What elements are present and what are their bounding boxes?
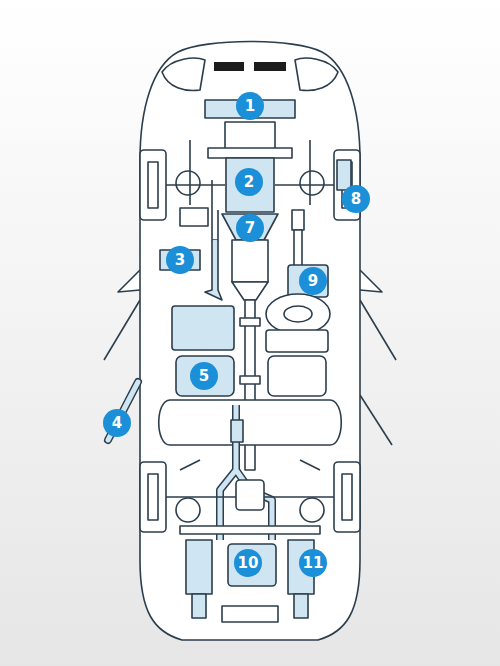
transmission: [232, 240, 268, 282]
callout-number: 3: [166, 246, 194, 274]
callout-number: 4: [103, 409, 131, 437]
intake-pipe: [212, 180, 218, 240]
callout-number: 8: [342, 185, 370, 213]
left-door-line: [104, 300, 140, 360]
wheel: [140, 150, 166, 220]
callout-number: 1: [236, 92, 264, 120]
front-arms: [166, 140, 334, 205]
steering-box: [288, 265, 328, 297]
callout-number: 10: [234, 549, 262, 577]
fuse-block: [180, 208, 208, 226]
engine: [226, 158, 274, 212]
headlight: [295, 58, 338, 90]
right-mirror: [360, 270, 382, 292]
right-rear-door-line: [360, 395, 392, 445]
wheel-hub: [148, 474, 158, 520]
left-muffler: [186, 540, 212, 594]
rear-crossmember: [180, 526, 320, 534]
left-seat: [172, 306, 234, 350]
steering-joint: [292, 210, 304, 230]
headlight: [162, 58, 205, 90]
rear-suspension: [300, 498, 324, 522]
callout-number: 7: [236, 214, 264, 242]
callout-number: 11: [299, 549, 327, 577]
wheel-hub: [148, 162, 158, 208]
engine-mount: [208, 148, 292, 158]
callout-number: 2: [235, 168, 263, 196]
rear-seat: [159, 400, 342, 445]
differential: [236, 480, 264, 510]
steering-column: [294, 230, 302, 270]
rear-links: [180, 460, 320, 470]
left-seat-back: [176, 356, 234, 396]
wheel: [334, 462, 360, 532]
steering-wheel: [266, 294, 330, 334]
driveshaft-joint: [240, 318, 260, 326]
left-mirror: [118, 270, 140, 292]
right-seat: [266, 330, 328, 352]
catalytic-converter: [231, 420, 243, 442]
rear-muffler: [228, 544, 276, 586]
right-door-line: [360, 300, 396, 360]
shift-lever: [205, 240, 222, 300]
exhaust-pipe: [220, 405, 272, 540]
callout-number: 5: [190, 362, 218, 390]
wheel-hub: [342, 474, 352, 520]
fan: [225, 122, 275, 150]
tailpipe: [294, 594, 308, 618]
tailpipe: [192, 594, 206, 618]
grille: [254, 62, 286, 71]
callout-number: 9: [299, 267, 327, 295]
transmission-tail: [232, 282, 268, 300]
driveshaft-joint: [240, 376, 260, 384]
car-body: [140, 42, 360, 641]
front-suspension: [300, 171, 324, 195]
right-seat-back: [268, 356, 326, 396]
rear-suspension: [176, 498, 200, 522]
front-suspension: [176, 171, 200, 195]
steering-hub: [284, 306, 312, 322]
exhaust-outline: [220, 405, 272, 540]
rear-plate: [222, 606, 278, 622]
wheel: [140, 462, 166, 532]
grille: [214, 62, 244, 71]
